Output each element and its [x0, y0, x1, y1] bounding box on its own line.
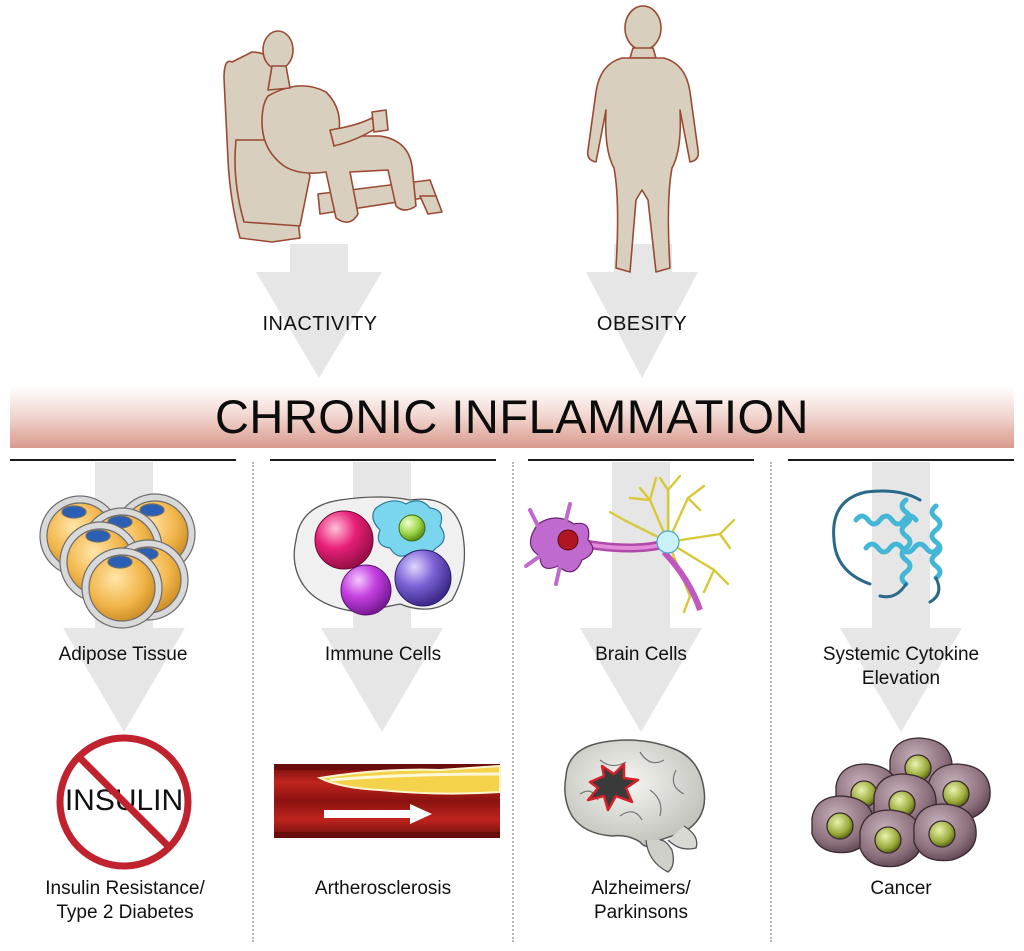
insulin-resistance-label: Insulin Resistance/	[0, 877, 250, 901]
brain-cells-label: Brain Cells	[528, 643, 754, 667]
column-rule-3	[528, 459, 754, 461]
column-rule-4	[788, 459, 1014, 461]
inactivity-label: INACTIVITY	[220, 312, 420, 336]
banner-title: CHRONIC INFLAMMATION	[0, 386, 1024, 448]
alzheimers-label: Alzheimers/	[528, 877, 754, 901]
immune-cells-label: Immune Cells	[270, 643, 496, 667]
cancer-label: Cancer	[788, 877, 1014, 901]
cytokine-label-line2: Elevation	[776, 667, 1024, 691]
column-separator-2	[512, 462, 514, 942]
column-rule-2	[270, 459, 496, 461]
type2-diabetes-label: Type 2 Diabetes	[0, 901, 250, 925]
cytokine-label-line1: Systemic Cytokine	[776, 643, 1024, 667]
column-separator-1	[252, 462, 254, 942]
obesity-label: OBESITY	[542, 312, 742, 336]
column-rule-1	[10, 459, 236, 461]
parkinsons-label: Parkinsons	[528, 901, 754, 925]
column-separator-3	[770, 462, 772, 942]
atherosclerosis-label: Artherosclerosis	[270, 877, 496, 901]
adipose-tissue-label: Adipose Tissue	[10, 643, 236, 667]
